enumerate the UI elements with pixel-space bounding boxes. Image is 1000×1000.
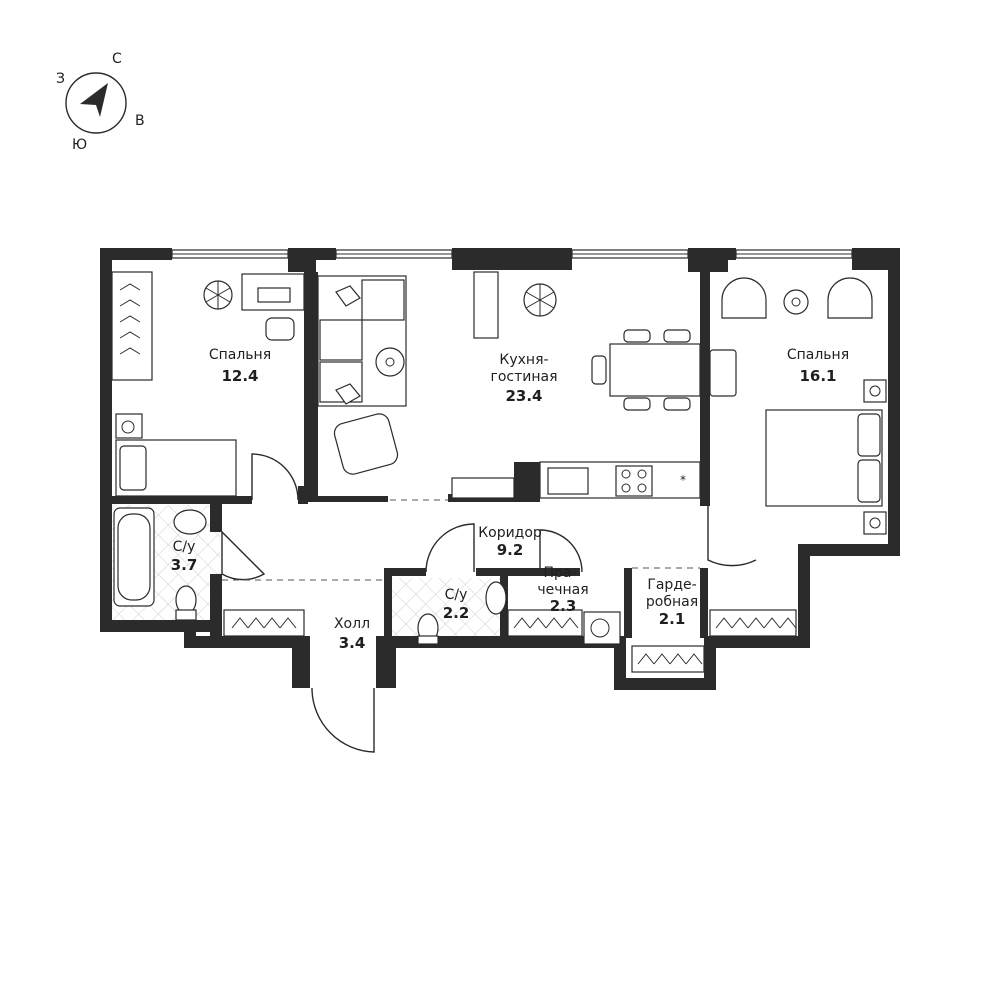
room-area-bedroom-right: 16.1 xyxy=(799,367,836,385)
room-name-wardrobe-line1: Гарде- xyxy=(647,577,696,593)
armchair xyxy=(721,277,767,319)
room-name-wardrobe-line2: робная xyxy=(646,594,698,610)
nightstand xyxy=(115,413,143,439)
room-area-bathroom-mid: 2.2 xyxy=(443,604,470,622)
room-area-wardrobe: 2.1 xyxy=(659,610,686,628)
tv xyxy=(473,271,499,339)
dining-table xyxy=(609,343,701,397)
walls xyxy=(100,248,900,690)
room-area-corridor: 9.2 xyxy=(497,541,524,559)
room-area-bathroom-left: 3.7 xyxy=(171,556,198,574)
wardrobe-hangers xyxy=(223,609,797,673)
compass: С З В Ю xyxy=(56,51,145,153)
compass-east-label: В xyxy=(135,113,145,129)
doors xyxy=(221,453,757,753)
compass-ring xyxy=(65,72,127,134)
compass-north-label: С xyxy=(112,51,122,67)
room-area-laundry: 2.3 xyxy=(550,597,577,615)
nightstand xyxy=(863,379,887,403)
pillow xyxy=(335,285,361,307)
compass-arrow-icon xyxy=(80,83,108,117)
side-table xyxy=(783,289,809,315)
left-bedroom-furniture xyxy=(111,271,305,497)
room-name-bedroom-left: Спальня xyxy=(209,347,271,363)
armchair xyxy=(333,413,399,475)
room-name-hall: Холл xyxy=(334,616,370,632)
tile-floor-bathroom-mid xyxy=(390,578,505,646)
plumbing-fixtures xyxy=(113,507,621,645)
room-area-hall: 3.4 xyxy=(339,634,366,652)
room-labels: Спальня 12.4 Кухня- гостиная 23.4 Спальн… xyxy=(171,347,849,652)
room-name-bathroom-left: С/у xyxy=(173,539,196,555)
room-name-kitchen-line2: гостиная xyxy=(490,369,557,385)
sink-icon xyxy=(173,509,207,535)
right-bedroom-furniture xyxy=(709,277,887,535)
chair xyxy=(265,317,295,341)
room-name-corridor: Коридор xyxy=(478,525,542,541)
kitchen-living-furniture: * xyxy=(317,271,701,499)
dresser xyxy=(709,349,737,397)
compass-south-label: Ю xyxy=(72,137,87,153)
room-area-bedroom-left: 12.4 xyxy=(221,367,258,385)
coffee-table xyxy=(375,347,405,377)
sink-icon xyxy=(485,581,507,615)
room-name-bedroom-right: Спальня xyxy=(787,347,849,363)
room-name-bathroom-mid: С/у xyxy=(445,587,468,603)
svg-text:*: * xyxy=(680,473,686,487)
room-name-kitchen-line1: Кухня- xyxy=(499,352,548,368)
room-name-laundry-line1: Пра- xyxy=(543,565,576,581)
compass-west-label: З xyxy=(56,71,65,87)
room-area-kitchen: 23.4 xyxy=(505,387,542,405)
room-name-laundry-line2: чечная xyxy=(537,582,588,598)
washing-machine xyxy=(583,611,621,645)
